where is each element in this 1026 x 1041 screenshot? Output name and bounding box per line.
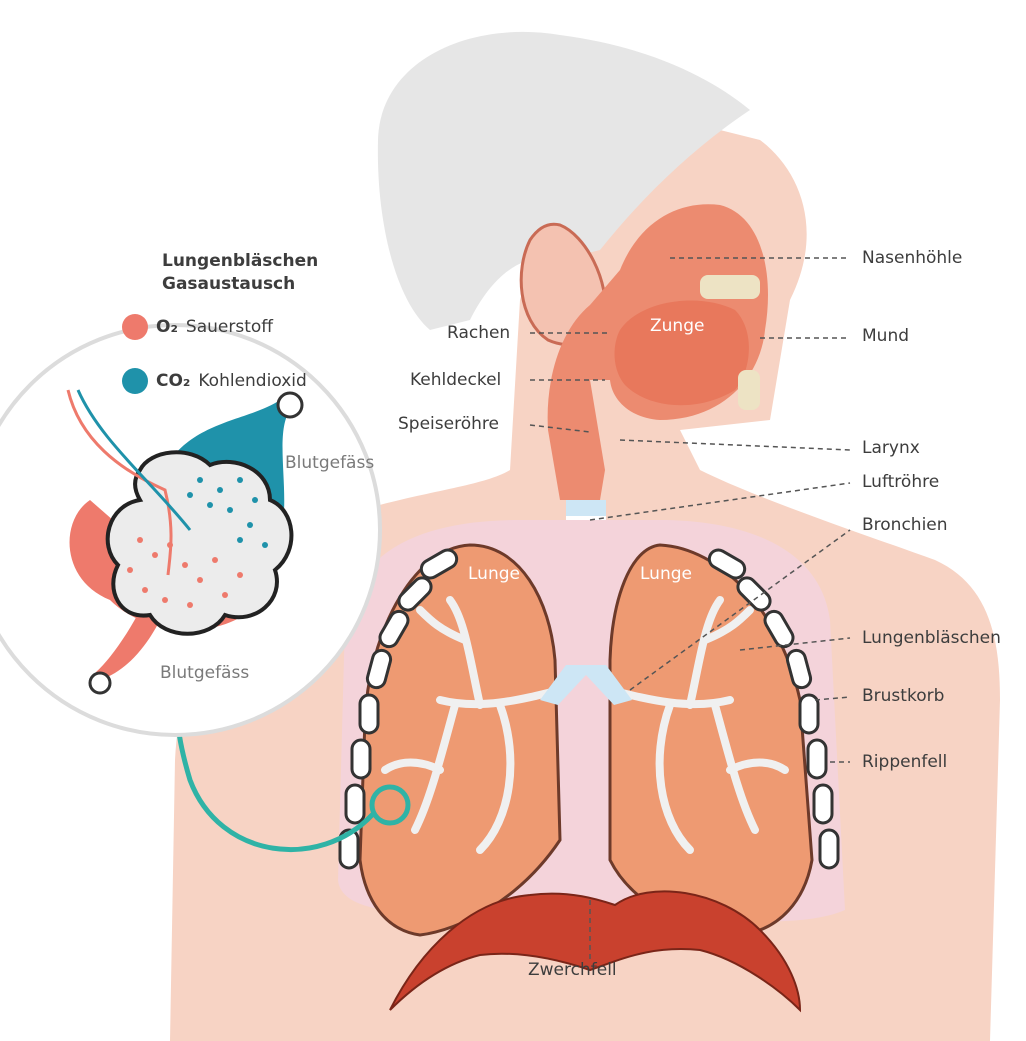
label-zwerchfell: Zwerchfell <box>528 962 617 979</box>
vessel-red-end <box>90 673 110 693</box>
label-blutgefaess-top: Blutgefäss <box>285 455 374 472</box>
legend-o2: O₂ Sauerstoff <box>122 314 273 340</box>
label-speiseroehre: Speiseröhre <box>398 416 499 433</box>
label-bronchien: Bronchien <box>862 517 948 534</box>
vessel-blue-end <box>278 393 302 417</box>
label-lunge-right: Lunge <box>640 566 692 583</box>
label-kehldeckel: Kehldeckel <box>410 372 501 389</box>
legend-co2: CO₂ Kohlendioxid <box>122 368 307 394</box>
label-rachen: Rachen <box>447 325 510 342</box>
label-nasenhoehle: Nasenhöhle <box>862 250 962 267</box>
o2-swatch-icon <box>122 314 148 340</box>
label-blutgefaess-bottom: Blutgefäss <box>160 665 249 682</box>
legend-title-line2: Gasaustausch <box>162 273 318 296</box>
label-luftroehre: Luftröhre <box>862 474 939 491</box>
label-zunge: Zunge <box>650 318 704 335</box>
o2-symbol: O₂ <box>156 319 178 336</box>
label-brustkorb: Brustkorb <box>862 688 944 705</box>
upper-teeth <box>700 275 760 299</box>
legend-title: Lungenbläschen Gasaustausch <box>162 250 318 296</box>
label-lunge-left: Lunge <box>468 566 520 583</box>
co2-swatch-icon <box>122 368 148 394</box>
lower-teeth <box>738 370 760 410</box>
co2-symbol: CO₂ <box>156 373 190 390</box>
label-rippenfell: Rippenfell <box>862 754 947 771</box>
label-mund: Mund <box>862 328 909 345</box>
co2-label: Kohlendioxid <box>198 373 306 390</box>
label-larynx: Larynx <box>862 440 920 457</box>
label-lungenblaeschen: Lungenbläschen <box>862 630 1001 647</box>
o2-label: Sauerstoff <box>186 319 273 336</box>
legend-title-line1: Lungenbläschen <box>162 250 318 273</box>
